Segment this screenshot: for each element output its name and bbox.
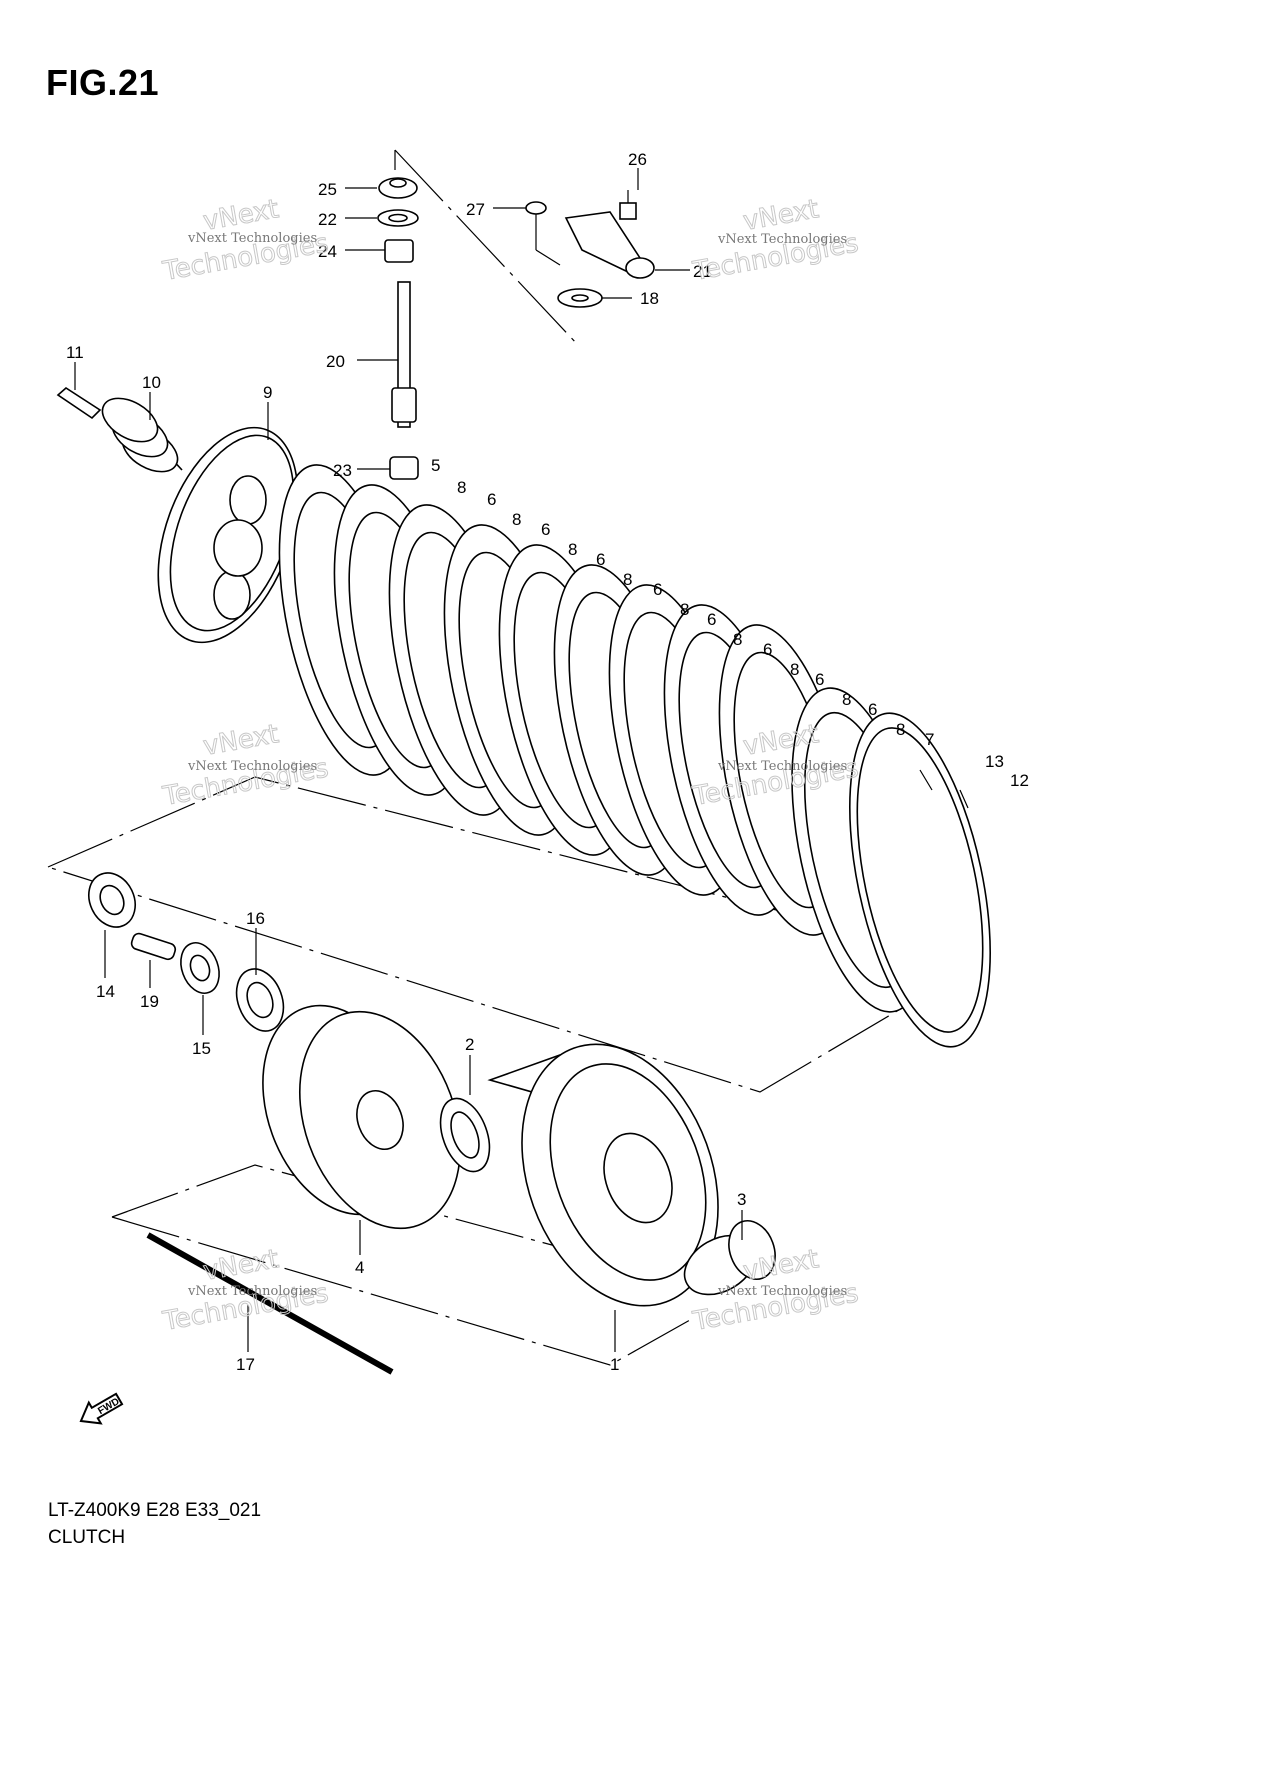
callout-24: 24 (318, 242, 337, 261)
fwd-label: FWD (96, 1396, 121, 1417)
callout-3: 3 (737, 1190, 746, 1209)
callout-8-a: 8 (457, 478, 466, 497)
watermark-big-2a: vNext (741, 194, 821, 237)
callout-27: 27 (466, 200, 485, 219)
callout-8-g: 8 (790, 660, 799, 679)
callout-6-f: 6 (763, 640, 772, 659)
callout-4: 4 (355, 1258, 364, 1277)
callout-8-c: 8 (568, 540, 577, 559)
release-arm-assembly (525, 190, 655, 308)
watermark-big-3a: vNext (201, 719, 281, 762)
watermark-small-6: vNext Technologies (717, 1284, 847, 1299)
watermark-small-1: vNext Technologies (187, 231, 317, 246)
callout-25: 25 (318, 180, 337, 199)
watermark-big-5a: vNext (201, 1244, 281, 1287)
watermark-small-3: vNext Technologies (187, 759, 317, 774)
watermark-small-5: vNext Technologies (187, 1284, 317, 1299)
callout-8-h: 8 (842, 690, 851, 709)
callout-15: 15 (192, 1039, 211, 1058)
callout-14: 14 (96, 982, 115, 1001)
callout-8-e: 8 (680, 600, 689, 619)
callout-labels: 25 22 24 20 23 27 26 21 18 11 10 9 5 8 6… (66, 150, 1029, 1374)
callout-10: 10 (142, 373, 161, 392)
callout-6-a: 6 (487, 490, 496, 509)
callout-6-b: 6 (541, 520, 550, 539)
callout-23: 23 (333, 461, 352, 480)
callout-13: 13 (985, 752, 1004, 771)
watermark-small-4: vNext Technologies (717, 759, 847, 774)
lower-clutch-parts (88, 872, 776, 1375)
release-shaft-assembly (377, 177, 419, 480)
leader-lines (74, 168, 969, 1352)
callout-21: 21 (693, 262, 712, 281)
callout-11: 11 (66, 343, 84, 362)
figure-title: FIG.21 (46, 62, 160, 103)
assembly-guide-lines (47, 149, 982, 1366)
callout-8-d: 8 (623, 570, 632, 589)
callout-8-f: 8 (733, 630, 742, 649)
callout-8-i: 8 (896, 720, 905, 739)
callout-22: 22 (318, 210, 337, 229)
callout-8-b: 8 (512, 510, 521, 529)
callout-5: 5 (431, 456, 440, 475)
section-name: CLUTCH (48, 1527, 126, 1548)
callout-1: 1 (610, 1355, 619, 1374)
callout-20: 20 (326, 352, 345, 371)
callout-18: 18 (640, 289, 659, 308)
callout-6-c: 6 (596, 550, 605, 569)
callout-16: 16 (246, 909, 265, 928)
callout-6-d: 6 (653, 580, 662, 599)
callout-12: 12 (1010, 771, 1029, 790)
callout-7: 7 (925, 730, 934, 749)
callout-19: 19 (140, 992, 159, 1011)
callout-2: 2 (465, 1035, 474, 1054)
callout-9: 9 (263, 383, 272, 402)
callout-6-h: 6 (868, 700, 877, 719)
model-code: LT-Z400K9 E28 E33_021 (48, 1500, 262, 1521)
watermark-small-2: vNext Technologies (717, 232, 847, 247)
callout-6-g: 6 (815, 670, 824, 689)
fwd-arrow-icon: FWD (79, 1392, 124, 1425)
clutch-disc-stack (278, 464, 991, 1048)
callout-17: 17 (236, 1355, 255, 1374)
callout-6-e: 6 (707, 610, 716, 629)
callout-26: 26 (628, 150, 647, 169)
